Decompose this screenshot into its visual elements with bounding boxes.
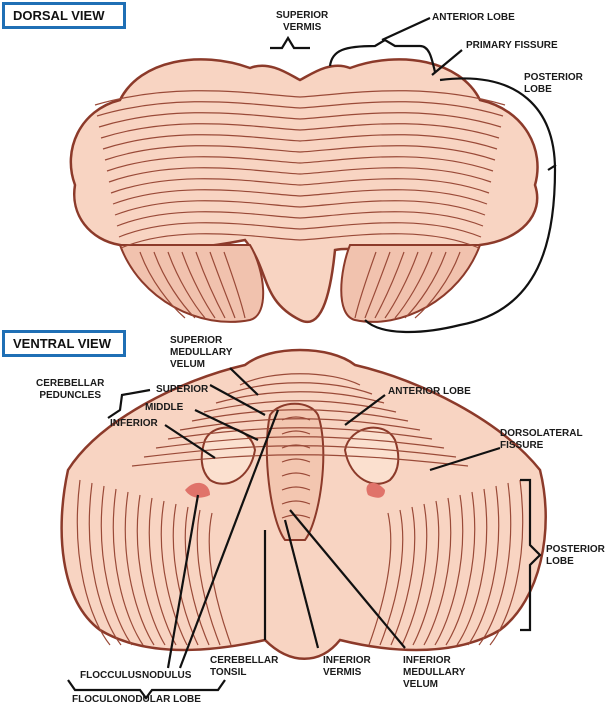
folium-line bbox=[281, 514, 311, 519]
dorsal-cerebellum bbox=[69, 58, 539, 323]
folium-line bbox=[423, 497, 452, 646]
folium-line bbox=[98, 112, 502, 128]
label-superior-peduncle: SUPERIOR bbox=[156, 384, 209, 395]
folium-line bbox=[148, 497, 177, 646]
flocculus-left bbox=[185, 482, 210, 498]
folium-line bbox=[281, 430, 311, 435]
label-inferior-medullary-velum: INFERIOR MEDULLARY VELUM bbox=[403, 655, 466, 690]
folium-line bbox=[153, 251, 196, 319]
folium-line bbox=[478, 482, 512, 646]
folium-line bbox=[181, 251, 216, 319]
label-inferior-vermis: INFERIOR VERMIS bbox=[323, 655, 371, 678]
folium-line bbox=[155, 436, 445, 449]
folium-line bbox=[196, 509, 221, 646]
label-superior-medullary-velum: SUPERIOR MEDULLARY VELUM bbox=[170, 335, 233, 370]
label-floculonodular-lobe: FLOCULONODULAR LOBE bbox=[72, 694, 201, 705]
folium-line bbox=[401, 503, 428, 646]
folium-line bbox=[384, 251, 419, 319]
folium-line bbox=[167, 251, 206, 319]
folium-line bbox=[354, 251, 377, 319]
label-anterior-lobe-dorsal: ANTERIOR LOBE bbox=[432, 12, 515, 23]
flocculus-right bbox=[366, 482, 385, 498]
folium-line bbox=[118, 222, 482, 238]
folium-line bbox=[414, 251, 461, 319]
label-anterior-lobe-ventral: ANTERIOR LOBE bbox=[388, 386, 471, 397]
folium-line bbox=[136, 494, 166, 646]
folium-line bbox=[112, 189, 488, 205]
folium-line bbox=[94, 90, 506, 106]
label-nodulus: NODULUS bbox=[142, 670, 192, 681]
folium-line bbox=[368, 512, 392, 646]
dorsal-lower-lobes bbox=[118, 244, 482, 323]
folium-line bbox=[106, 156, 494, 172]
folium-line bbox=[239, 373, 361, 386]
folium-line bbox=[160, 500, 188, 646]
label-primary-fissure: PRIMARY FISSURE bbox=[466, 40, 558, 51]
folium-line bbox=[76, 479, 111, 646]
ventral-cerebellum bbox=[60, 348, 547, 660]
ventral-pons-stalk bbox=[265, 402, 325, 541]
folium-line bbox=[467, 485, 500, 646]
folium-line bbox=[179, 418, 421, 431]
folium-line bbox=[364, 251, 391, 319]
folium-line bbox=[208, 512, 232, 646]
folium-line bbox=[281, 458, 311, 463]
folium-line bbox=[131, 454, 469, 467]
folium-line bbox=[394, 251, 433, 319]
folium-line bbox=[281, 486, 311, 491]
folium-line bbox=[167, 427, 433, 440]
label-flocculus: FLOCCULUS bbox=[80, 670, 142, 681]
folium-line bbox=[281, 444, 311, 449]
folium-line bbox=[281, 416, 311, 421]
folium-line bbox=[100, 123, 500, 139]
folium-line bbox=[379, 509, 404, 646]
folium-line bbox=[112, 488, 144, 646]
folium-line bbox=[184, 506, 210, 646]
folium-line bbox=[104, 145, 496, 161]
label-posterior-lobe-ventral: POSTERIOR LOBE bbox=[546, 544, 605, 567]
folium-line bbox=[96, 101, 504, 117]
folium-line bbox=[489, 479, 524, 646]
folium-line bbox=[191, 409, 409, 422]
folium-line bbox=[412, 500, 440, 646]
folium-line bbox=[223, 251, 246, 319]
folium-line bbox=[108, 167, 492, 183]
folium-line bbox=[445, 491, 476, 646]
folium-line bbox=[195, 251, 226, 319]
folium-line bbox=[116, 211, 484, 227]
folium-line bbox=[209, 251, 236, 319]
folium-line bbox=[124, 491, 155, 646]
folium-line bbox=[102, 134, 498, 150]
folium-line bbox=[139, 251, 186, 319]
label-middle-peduncle: MIDDLE bbox=[145, 402, 184, 413]
folium-line bbox=[114, 200, 486, 216]
ventral-folia bbox=[76, 373, 524, 646]
label-superior-vermis: SUPERIOR VERMIS bbox=[276, 10, 329, 33]
folium-line bbox=[227, 382, 373, 395]
dorsal-folia bbox=[94, 90, 506, 319]
folium-line bbox=[88, 482, 122, 646]
folium-line bbox=[110, 178, 490, 194]
folium-line bbox=[374, 251, 405, 319]
folium-line bbox=[404, 251, 447, 319]
folium-line bbox=[434, 494, 464, 646]
folium-line bbox=[203, 400, 397, 413]
label-dorsolateral-fissure: DORSOLATERAL FISSURE bbox=[500, 428, 583, 451]
ventral-view-title: VENTRAL VIEW bbox=[2, 330, 126, 357]
label-posterior-lobe-dorsal: POSTERIOR LOBE bbox=[524, 72, 583, 95]
dorsal-view-title: DORSAL VIEW bbox=[2, 2, 126, 29]
label-cerebellar-peduncles: CEREBELLAR PEDUNCLES bbox=[36, 378, 105, 401]
folium-line bbox=[281, 500, 311, 505]
folium-line bbox=[120, 233, 480, 249]
label-inferior-peduncle: INFERIOR bbox=[110, 418, 158, 429]
label-cerebellar-tonsil: CEREBELLAR TONSIL bbox=[210, 655, 279, 678]
leader-lines bbox=[67, 17, 557, 700]
dorsal-hemispheres bbox=[69, 58, 539, 323]
folium-line bbox=[281, 472, 311, 477]
folium-line bbox=[456, 488, 488, 646]
folium-line bbox=[100, 485, 133, 646]
